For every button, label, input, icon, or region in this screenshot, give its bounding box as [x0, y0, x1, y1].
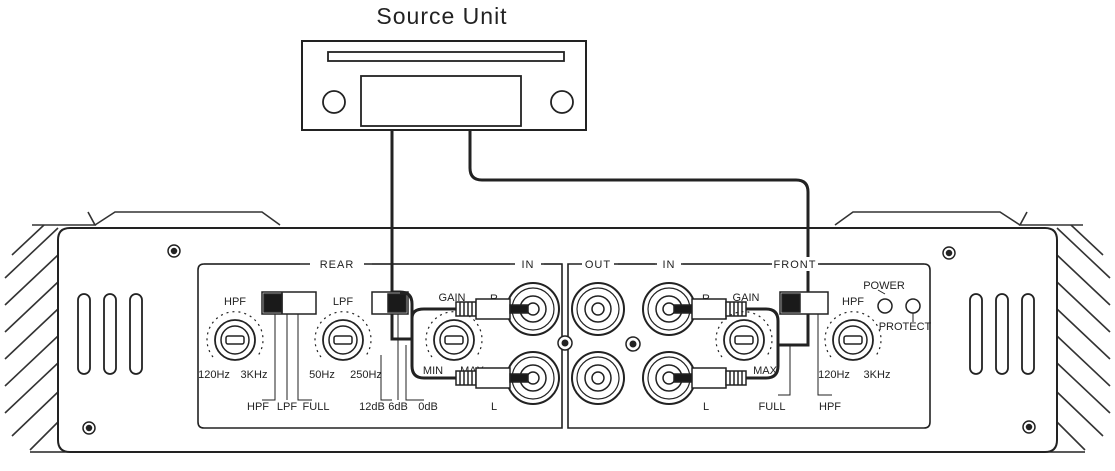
front-crossover-switch[interactable]: [779, 291, 829, 315]
front-gain-label: GAIN: [733, 292, 760, 304]
rear-channel-l: L: [491, 401, 497, 413]
front-section-label: FRONT: [774, 259, 817, 271]
front-in-label: IN: [663, 259, 676, 271]
center-screw-left: [557, 335, 573, 351]
front-hpf-label: HPF: [842, 296, 864, 308]
source-unit: [301, 40, 587, 131]
rear-lpf-label: LPF: [333, 296, 353, 308]
rear-crossover-leaders: [262, 314, 312, 401]
front-rca-plug-r: [673, 298, 747, 320]
screw-bottom-right: [1022, 420, 1036, 434]
rear-rca-plug-r: [455, 298, 529, 320]
rear-crossover-full: FULL: [303, 401, 330, 413]
rear-hpf-max: 3KHz: [241, 369, 268, 381]
source-unit-title: Source Unit: [376, 3, 507, 29]
rear-hpf-knob[interactable]: [206, 311, 264, 361]
front-out-jack-l[interactable]: [571, 351, 625, 405]
screw-bottom-left: [82, 421, 96, 435]
front-channel-l: L: [703, 401, 709, 413]
front-gain-knob[interactable]: [715, 311, 773, 361]
front-hpf-knob[interactable]: [824, 311, 882, 361]
rear-crossover-hpf: HPF: [247, 401, 269, 413]
rear-section-label: REAR: [320, 259, 355, 271]
rear-lpf-leader: [380, 355, 392, 401]
rear-in-label: IN: [522, 259, 535, 271]
power-leader: [877, 289, 886, 295]
rear-hpf-min: 120Hz: [198, 369, 230, 381]
rear-bass-switch[interactable]: [371, 291, 409, 315]
rear-cable-loops: [399, 290, 456, 380]
front-crossover-leaders: [778, 314, 832, 396]
rear-lpf-knob[interactable]: [314, 311, 372, 361]
protect-led: [905, 298, 921, 314]
power-led: [877, 298, 893, 314]
front-hpf-min: 120Hz: [818, 369, 850, 381]
vents-right: [969, 293, 1035, 375]
rear-crossover-switch[interactable]: [261, 291, 317, 315]
rear-bass-6db: 6dB: [388, 401, 408, 413]
mounting-screws: [82, 244, 1036, 435]
front-cable-loops: [746, 307, 780, 380]
front-rca-plug-l: [673, 367, 747, 389]
front-gain-max: MAX: [753, 365, 778, 377]
rear-crossover-lpf: LPF: [277, 401, 297, 413]
heatsink-left: [4, 211, 281, 451]
rear-gain-min: MIN: [423, 365, 443, 377]
power-label: POWER: [863, 280, 905, 292]
rear-gain-label: GAIN: [439, 292, 466, 304]
front-hpf-max: 3KHz: [864, 369, 891, 381]
protect-label: PROTECT: [879, 321, 932, 333]
heatsink-right: [834, 211, 1111, 451]
rear-bass-12db: 12dB: [359, 401, 385, 413]
vents-left: [77, 293, 143, 375]
screw-top-right: [942, 246, 956, 260]
front-out-jack-r[interactable]: [571, 282, 625, 336]
control-panels: [197, 263, 931, 429]
rear-bass-0db: 0dB: [418, 401, 438, 413]
front-out-label: OUT: [585, 259, 611, 271]
rear-bass-leaders: [397, 314, 424, 401]
rear-rca-plug-l: [455, 367, 529, 389]
rear-lpf-min: 50Hz: [309, 369, 335, 381]
center-screw-right: [625, 336, 641, 352]
rear-lpf-max: 250Hz: [350, 369, 382, 381]
amplifier-body: [30, 227, 1085, 453]
screw-top-left: [167, 244, 181, 258]
rear-hpf-label: HPF: [224, 296, 246, 308]
rear-gain-knob[interactable]: [425, 311, 483, 361]
front-hpf-bottom-label: HPF: [819, 401, 841, 413]
front-full-label: FULL: [759, 401, 786, 413]
